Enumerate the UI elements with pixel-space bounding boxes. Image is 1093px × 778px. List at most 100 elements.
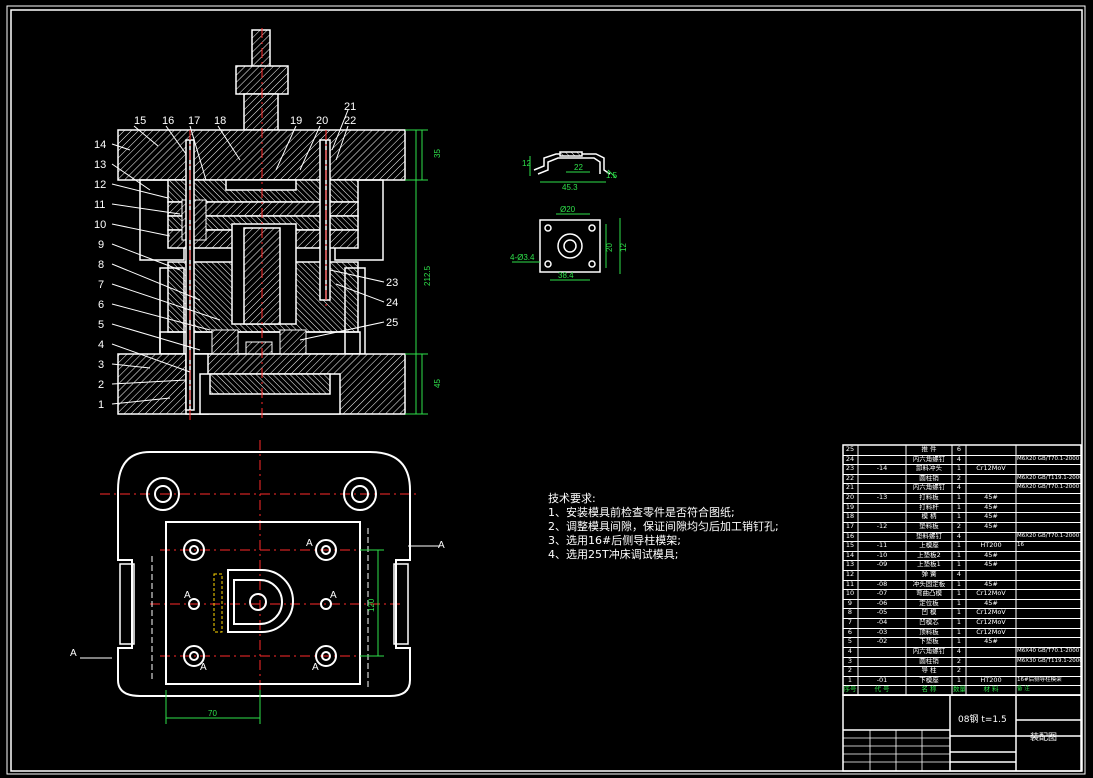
bom-cell: 7 bbox=[847, 618, 853, 627]
tech-item-3: 3、选用16#后侧导柱模架; bbox=[548, 534, 681, 547]
bom-cell: 16#后侧导柱模架 bbox=[1017, 676, 1062, 683]
part-profile-dims bbox=[529, 156, 617, 183]
bom-cell: 4 bbox=[956, 454, 962, 463]
bom-cell: -14 bbox=[876, 464, 888, 473]
bom-header-cell: 名 称 bbox=[921, 685, 937, 694]
bom-cell: 19 bbox=[845, 502, 855, 511]
tech-title: 技术要求: bbox=[548, 492, 596, 505]
dim-20: 20 bbox=[605, 243, 614, 252]
bom-cell: 16 bbox=[845, 531, 855, 540]
callout-20: 20 bbox=[316, 115, 328, 127]
section-a-right: A bbox=[438, 540, 445, 551]
bom-cell: 25 bbox=[845, 445, 855, 453]
bom-header-cell: 数量 bbox=[953, 685, 965, 694]
bom-cell: 23 bbox=[845, 464, 855, 473]
bom-cell: 导 柱 bbox=[921, 666, 937, 675]
bom-cell: 2 bbox=[847, 666, 853, 675]
bom-cell: 4 bbox=[956, 483, 962, 492]
bom-cell: 凹 模 bbox=[921, 608, 937, 617]
bom-cell: Cr12MoV bbox=[976, 589, 1006, 598]
callout-13: 13 bbox=[94, 159, 106, 171]
dim-35: 35 bbox=[433, 149, 442, 158]
bom-cell: 14 bbox=[845, 550, 855, 559]
bom-cell: 12 bbox=[845, 570, 855, 578]
section-a-7: A bbox=[312, 662, 319, 673]
callout-22: 22 bbox=[344, 115, 356, 127]
dim-45: 45 bbox=[433, 379, 442, 388]
bom-cell: 20 bbox=[845, 493, 855, 502]
part-plan bbox=[539, 219, 601, 273]
callout-8: 8 bbox=[98, 259, 104, 271]
callout-11: 11 bbox=[94, 199, 105, 211]
bom-cell: HT200 bbox=[980, 541, 1002, 550]
callout-25: 25 bbox=[386, 317, 398, 329]
bom-cell: 5 bbox=[847, 637, 853, 646]
bom-cell: 45# bbox=[984, 493, 998, 502]
bom-cell: HT200 bbox=[980, 675, 1002, 684]
bom-cell: M6X20 GB/T70.1-2000 bbox=[1017, 455, 1080, 462]
bom-cell: 1 bbox=[956, 618, 962, 627]
callout-18: 18 bbox=[214, 115, 226, 127]
dim-70: 70 bbox=[208, 709, 217, 718]
bom-cell: 9 bbox=[847, 598, 853, 607]
outer-frame bbox=[6, 5, 1086, 775]
callout-5: 5 bbox=[98, 319, 104, 331]
callout-4: 4 bbox=[98, 339, 104, 351]
bom-cell: -10 bbox=[876, 550, 888, 559]
bom-cell: 定位板 bbox=[919, 598, 939, 607]
bom-cell: 45# bbox=[984, 550, 998, 559]
bom-cell: 打料板 bbox=[919, 493, 939, 502]
technical-requirements: 技术要求: 1、安装模具前检查零件是否符合图纸; 2、调整模具间隙，保证间隙均匀… bbox=[548, 492, 779, 562]
section-marks: A A A A A A A bbox=[70, 538, 445, 673]
dim-texts: 35 212.5 45 120 70 12 22 45.3 1.5 Ø20 4-… bbox=[208, 149, 628, 718]
bom-cell: 45# bbox=[984, 512, 998, 521]
bom-header-cell: 代 号 bbox=[874, 685, 890, 694]
callout-19: 19 bbox=[290, 115, 302, 127]
bom-cell: 4 bbox=[956, 570, 962, 578]
bom-cell: 2 bbox=[956, 473, 962, 482]
bom-cell: 1 bbox=[956, 464, 962, 473]
bom-header-cell: 备 注 bbox=[1017, 686, 1030, 693]
bom-cell: 18 bbox=[845, 512, 855, 521]
bom-cell: 弹 簧 bbox=[921, 570, 937, 578]
bom-cell: 垫料螺钉 bbox=[916, 531, 942, 540]
bom-cell: 上模座 bbox=[919, 541, 939, 550]
bom-cell: 圆柱销 bbox=[919, 656, 939, 665]
bom-cell: 1 bbox=[956, 502, 962, 511]
bom-cell: M6X20 GB/T70.1-2000 bbox=[1017, 484, 1080, 491]
bom-cell: 圆柱销 bbox=[919, 473, 939, 482]
callout-leaders bbox=[111, 109, 385, 405]
dim-120: 120 bbox=[367, 598, 376, 612]
part-profile bbox=[533, 151, 611, 175]
center-lines bbox=[100, 28, 420, 710]
bom-cell: 内六角螺钉 bbox=[912, 646, 946, 655]
callout-1: 1 bbox=[98, 399, 104, 411]
bom-frame bbox=[842, 444, 1082, 772]
bom-cell: M6X30 GB/T119.1-2000 bbox=[1017, 657, 1081, 664]
bom-cell: 打料杆 bbox=[919, 502, 939, 511]
callout-23: 23 bbox=[386, 277, 398, 289]
callout-2: 2 bbox=[98, 379, 104, 391]
callout-15: 15 bbox=[134, 115, 146, 127]
section-a-5: A bbox=[330, 590, 337, 601]
bom-cell: 2 bbox=[956, 666, 962, 675]
bom-cell: 1 bbox=[956, 627, 962, 636]
bom-cell: 下模座 bbox=[919, 675, 939, 684]
bom-cell: 11 bbox=[845, 579, 855, 588]
section-a-left: A bbox=[70, 648, 77, 659]
bom-cell: 2 bbox=[956, 521, 962, 530]
